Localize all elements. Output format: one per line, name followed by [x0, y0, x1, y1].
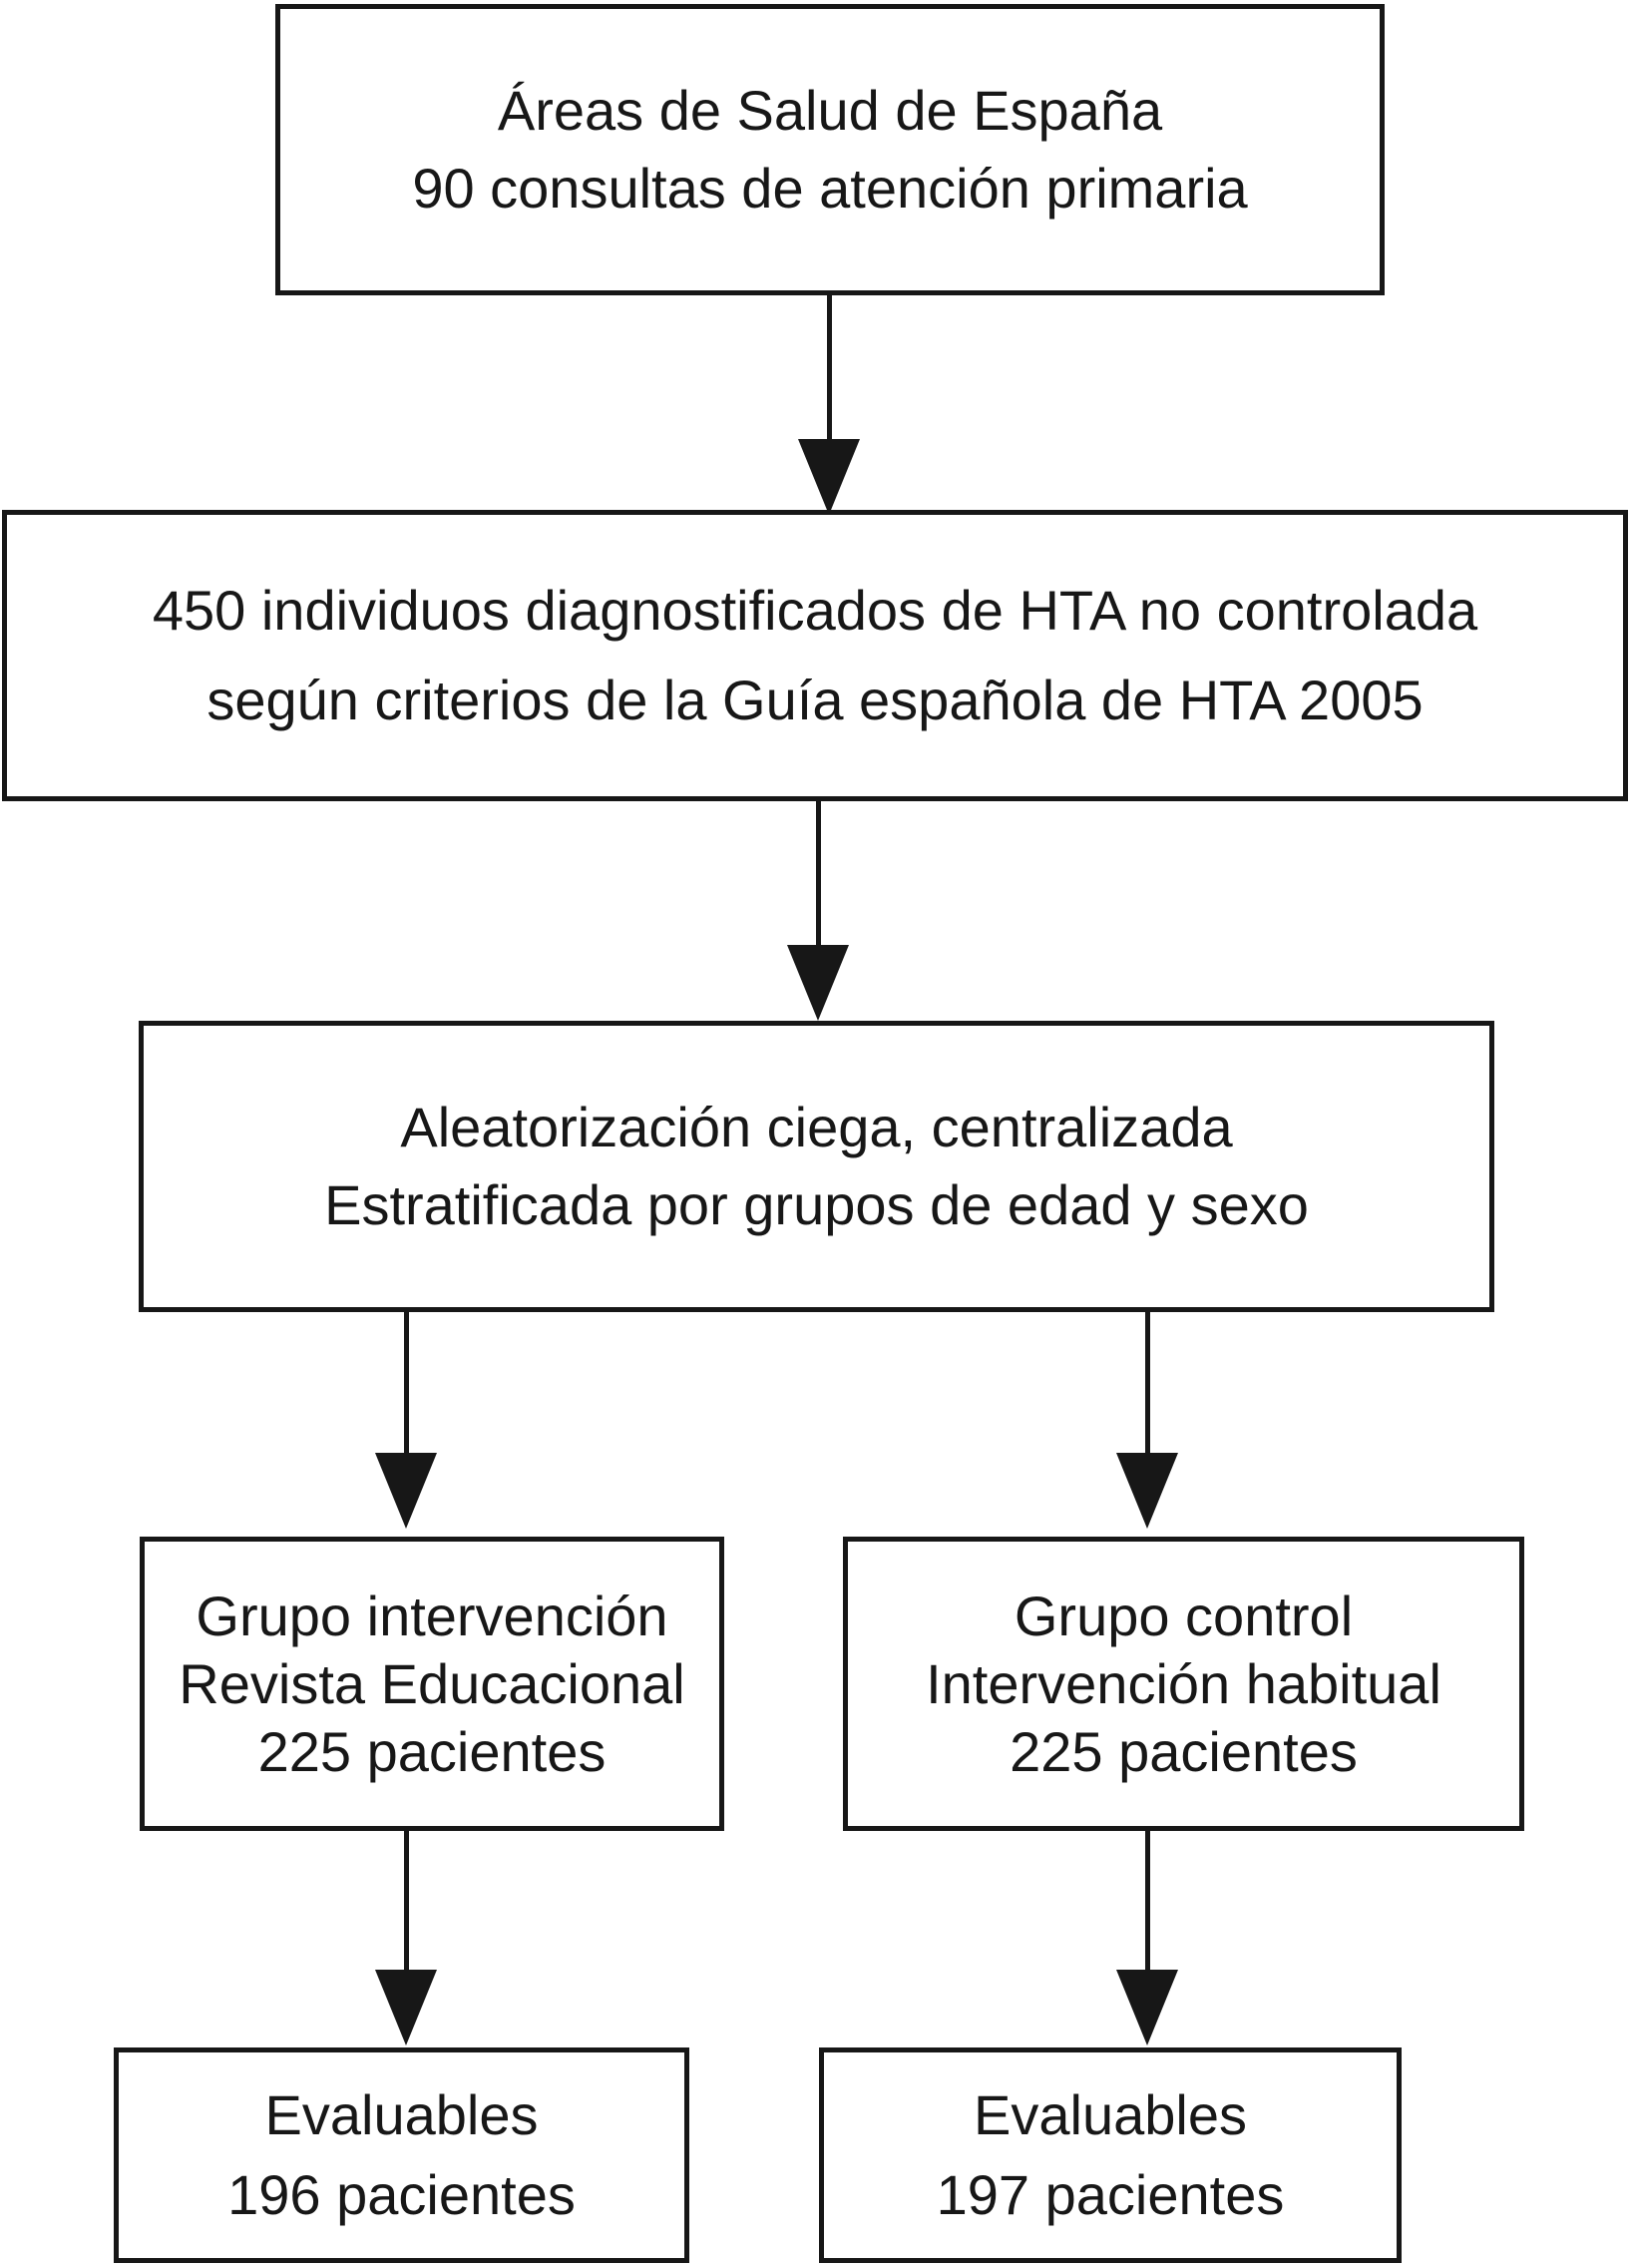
arrow-stem [815, 801, 821, 945]
node-line: Revista Educacional [179, 1651, 685, 1715]
node-line: 196 pacientes [227, 2163, 576, 2226]
flow-arrow-areas-to-individuos [798, 295, 860, 515]
node-line: Evaluables [974, 2083, 1247, 2146]
arrow-stem [1144, 1831, 1150, 1970]
node-line: según criterios de la Guía española de H… [206, 669, 1424, 731]
node-grupo-intervencion: Grupo intervención Revista Educacional 2… [140, 1537, 724, 1831]
flow-arrow-to-evaluables-intervencion [375, 1831, 437, 2045]
node-line: 225 pacientes [1010, 1719, 1358, 1783]
arrowhead-down-icon [798, 439, 860, 515]
node-line: 197 pacientes [936, 2163, 1285, 2226]
node-line: 450 individuos diagnostificados de HTA n… [152, 579, 1478, 642]
node-areas-salud: Áreas de Salud de España 90 consultas de… [275, 4, 1385, 295]
arrow-stem [826, 295, 832, 439]
arrowhead-down-icon [1116, 1970, 1178, 2045]
node-line: Grupo control [1014, 1584, 1354, 1647]
node-evaluables-control: Evaluables 197 pacientes [819, 2047, 1402, 2263]
arrow-stem [403, 1831, 409, 1970]
flow-arrow-individuos-to-aleatorizacion [787, 801, 849, 1021]
node-line: Aleatorización ciega, centralizada [400, 1096, 1233, 1158]
arrowhead-down-icon [375, 1453, 437, 1529]
arrowhead-down-icon [375, 1970, 437, 2045]
node-line: Intervención habitual [926, 1651, 1441, 1715]
node-line: 225 pacientes [257, 1719, 607, 1783]
arrow-stem [403, 1312, 409, 1453]
arrowhead-down-icon [787, 945, 849, 1021]
node-individuos-hta: 450 individuos diagnostificados de HTA n… [2, 510, 1628, 801]
flow-arrow-to-grupo-control [1116, 1312, 1178, 1529]
flow-arrow-to-grupo-intervencion [375, 1312, 437, 1529]
node-line: 90 consultas de atención primaria [412, 157, 1248, 220]
arrow-stem [1144, 1312, 1150, 1453]
node-aleatorizacion: Aleatorización ciega, centralizada Estra… [139, 1021, 1494, 1312]
arrowhead-down-icon [1116, 1453, 1178, 1529]
node-grupo-control: Grupo control Intervención habitual 225 … [843, 1537, 1524, 1831]
node-line: Áreas de Salud de España [497, 79, 1163, 142]
node-line: Grupo intervención [196, 1584, 668, 1647]
node-evaluables-intervencion: Evaluables 196 pacientes [114, 2047, 689, 2263]
flow-arrow-to-evaluables-control [1116, 1831, 1178, 2045]
node-line: Evaluables [264, 2083, 539, 2146]
node-line: Estratificada por grupos de edad y sexo [324, 1173, 1309, 1236]
